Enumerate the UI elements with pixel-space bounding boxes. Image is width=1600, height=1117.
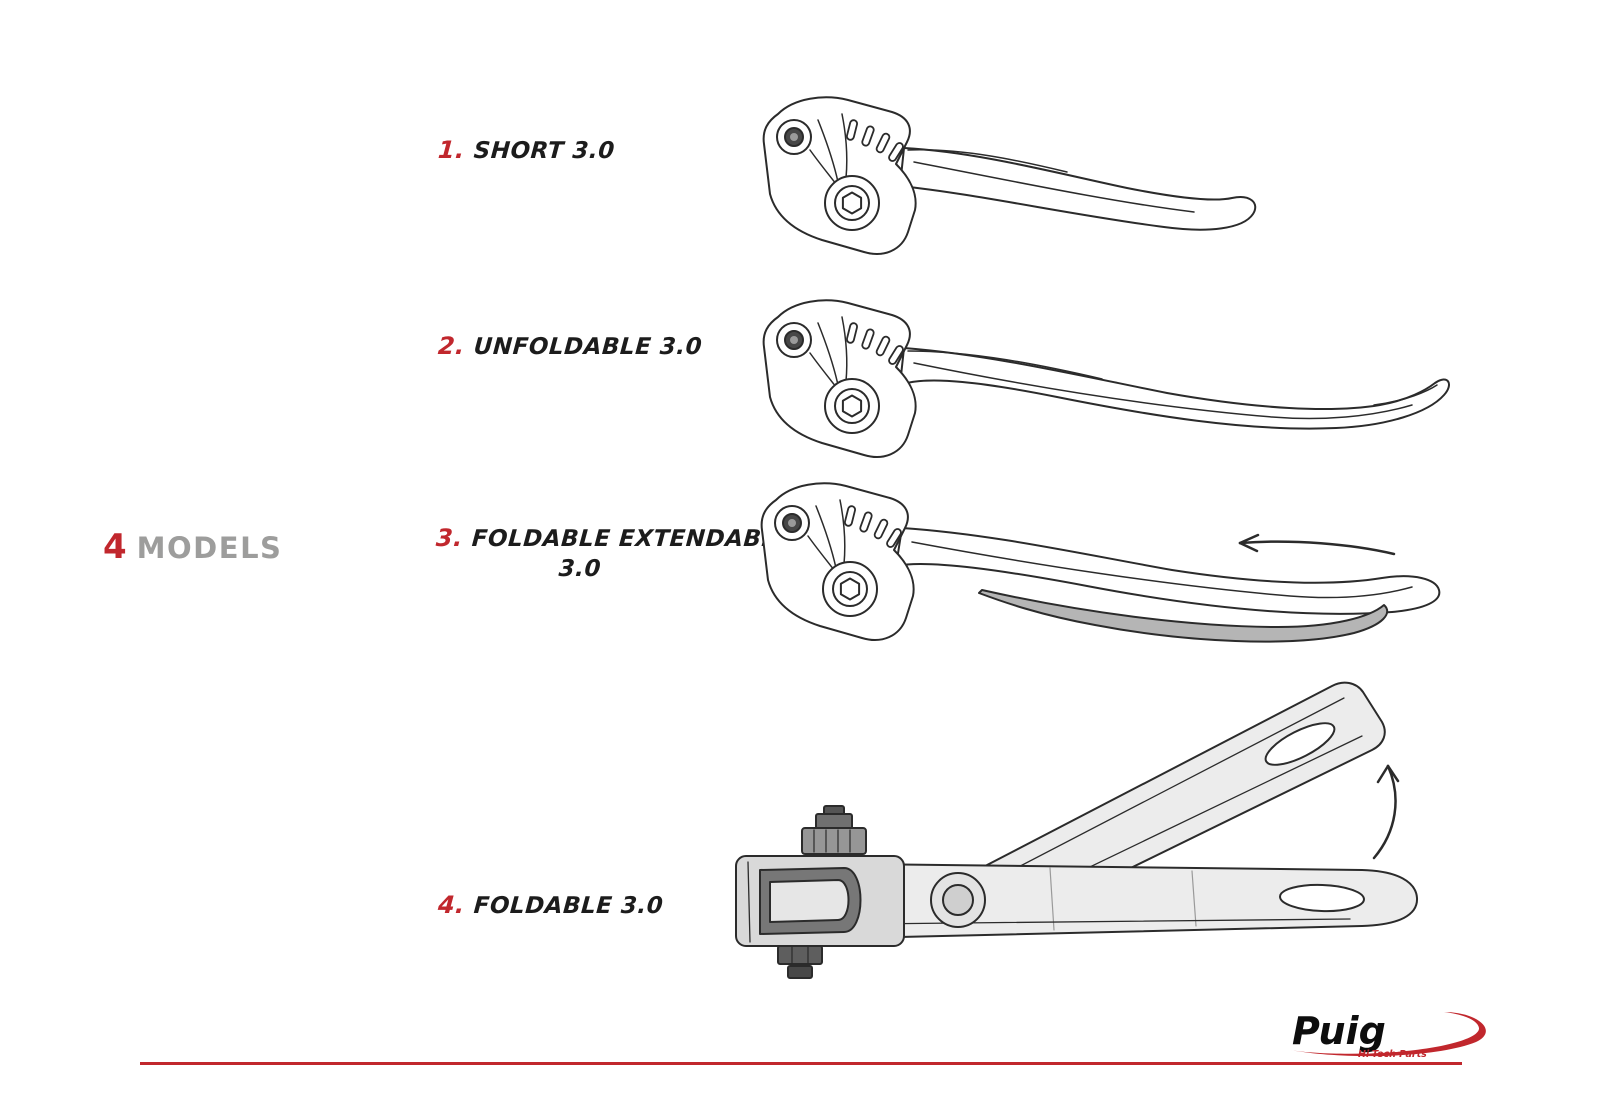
lever-unfoldable-illustration bbox=[762, 299, 1450, 458]
item-number-1: 1. bbox=[437, 136, 466, 164]
item-name-4: FOLDABLE 3.0 bbox=[472, 893, 665, 919]
lever-blade bbox=[899, 347, 1450, 430]
lever-short-illustration bbox=[762, 96, 1257, 255]
vent-slots bbox=[844, 505, 902, 548]
adjuster-bolt-icon bbox=[776, 322, 812, 358]
fold-arrow-icon bbox=[1372, 764, 1400, 860]
clamp-assembly bbox=[735, 805, 905, 979]
logo-wordmark: Puig bbox=[1292, 1009, 1386, 1053]
models-heading: 4 MODELS bbox=[103, 527, 282, 567]
vent-slots bbox=[846, 322, 904, 365]
item-number-3: 3. bbox=[435, 524, 464, 552]
puig-logo: Puig Hi-Tech Parts bbox=[1290, 1008, 1486, 1060]
adjuster-bolt-icon bbox=[774, 505, 810, 541]
arm-slot bbox=[1264, 722, 1336, 766]
lever-blade bbox=[895, 527, 1441, 615]
footer-divider bbox=[140, 1062, 1462, 1065]
lever-foldable-extendable-illustration bbox=[760, 482, 1441, 643]
pivot-bolt-icon bbox=[824, 175, 880, 231]
logo-tagline: Hi-Tech Parts bbox=[1358, 1049, 1427, 1060]
extend-arrow-icon bbox=[1238, 533, 1396, 556]
item-label-short: 1.SHORT 3.0 bbox=[437, 136, 616, 164]
item-name-3-line2: 3.0 bbox=[557, 556, 602, 582]
lever-foldable-illustration bbox=[735, 681, 1419, 979]
item-name-2: UNFOLDABLE 3.0 bbox=[472, 334, 704, 360]
models-count: 4 bbox=[103, 527, 127, 567]
lever-main-body bbox=[855, 863, 1419, 939]
item-number-2: 2. bbox=[437, 332, 466, 360]
clamp-bolt-icon bbox=[777, 945, 823, 965]
item-label-foldable-extendable: 3.FOLDABLE EXTENDABLE 3.0 bbox=[433, 524, 794, 582]
item-label-foldable: 4.FOLDABLE 3.0 bbox=[437, 891, 664, 919]
adjuster-bolt-icon bbox=[776, 119, 812, 155]
vent-slots bbox=[846, 119, 904, 162]
logo-swoosh-icon bbox=[1290, 1012, 1486, 1057]
fold-pivot-icon bbox=[930, 872, 986, 928]
item-name-1: SHORT 3.0 bbox=[472, 138, 616, 164]
extendable-insert bbox=[978, 589, 1389, 643]
models-heading-label: MODELS bbox=[136, 531, 283, 565]
body-slot bbox=[1279, 883, 1365, 913]
pivot-bolt-icon bbox=[824, 378, 880, 434]
item-label-unfoldable: 2.UNFOLDABLE 3.0 bbox=[437, 332, 703, 360]
item-number-4: 4. bbox=[437, 891, 466, 919]
lever-blade bbox=[899, 147, 1257, 231]
pivot-bolt-icon bbox=[822, 561, 878, 617]
